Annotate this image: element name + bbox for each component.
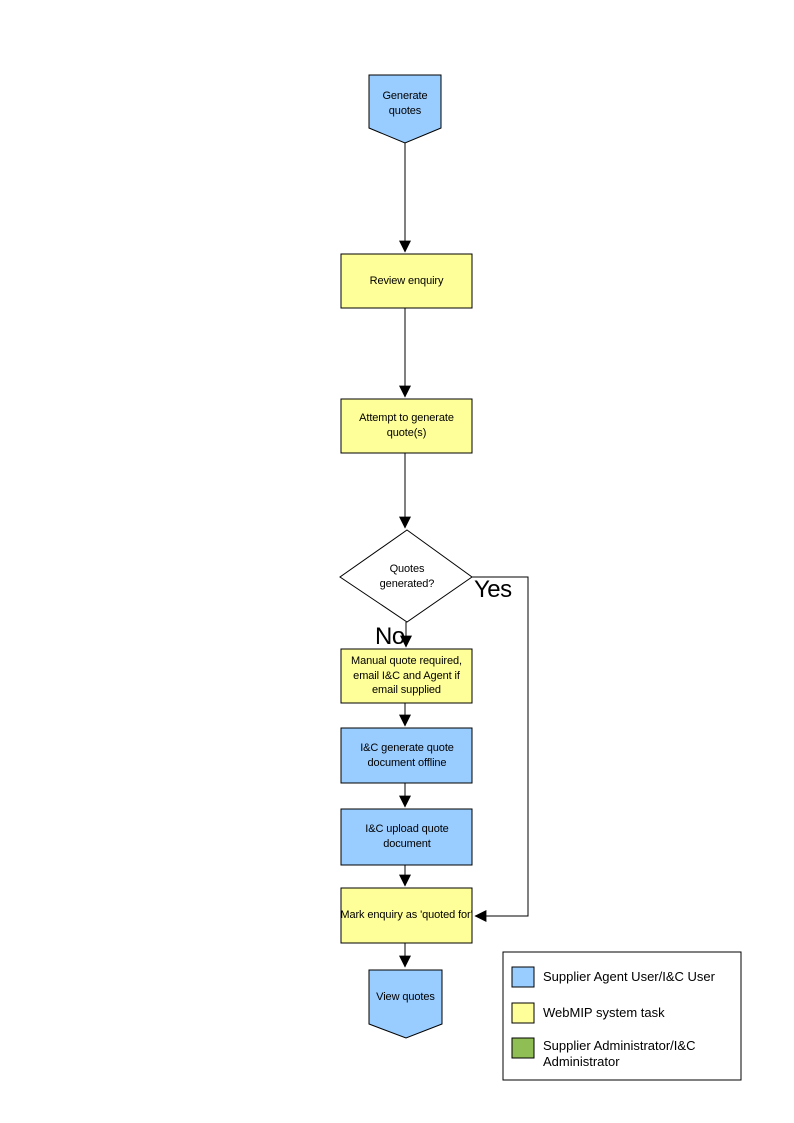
yes-branch-label: Yes xyxy=(474,576,512,603)
generate-offline-node-shape xyxy=(340,727,473,784)
upload-node-label: I&C upload quote document xyxy=(365,823,449,850)
legend-swatch-actor xyxy=(511,966,535,988)
legend-label-system: WebMIP system task xyxy=(543,1005,665,1020)
legend-box xyxy=(502,951,742,1081)
connector-decision-mark-yes xyxy=(472,576,529,922)
attempt-node-shape xyxy=(340,398,473,454)
end-node-label: View quotes xyxy=(376,990,435,1003)
mark-node-shape xyxy=(340,887,473,944)
attempt-node-label: Attempt to generate quote(s) xyxy=(359,412,454,439)
no-branch-label: No xyxy=(375,623,405,650)
start-node-shape xyxy=(368,74,442,144)
legend-label-admin: Supplier Administrator/I&C Administrator xyxy=(543,1038,696,1069)
start-node-label: Generate quotes xyxy=(382,89,428,117)
generate-offline-node-label: I&C generate quote document offline xyxy=(360,741,454,769)
manual-node-label: Manual quote required, email I&C and Age… xyxy=(351,655,462,697)
decision-node-shape xyxy=(339,529,473,623)
manual-node-shape xyxy=(340,648,473,704)
upload-node-shape xyxy=(340,808,473,866)
legend-swatch-admin xyxy=(511,1037,535,1059)
decision-node-label: Quotes generated? xyxy=(379,562,435,590)
review-node-label: Review enquiry xyxy=(369,274,444,287)
legend-label-actor: Supplier Agent User/I&C User xyxy=(543,969,715,984)
mark-node-label: Mark enquiry as 'quoted for' xyxy=(340,909,473,922)
review-node-shape xyxy=(340,253,473,309)
end-node-shape xyxy=(368,969,443,1039)
legend-swatch-system xyxy=(511,1002,535,1024)
